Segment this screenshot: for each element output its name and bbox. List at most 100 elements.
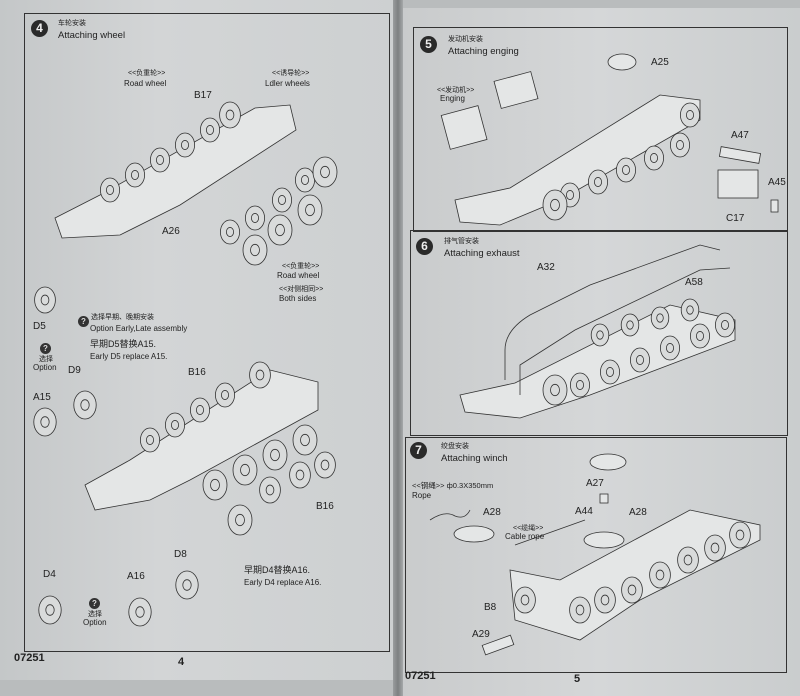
wheel-hub xyxy=(250,213,259,223)
part-a27: A27 xyxy=(586,478,604,489)
option-small-label: Option xyxy=(33,363,57,372)
step6-title-cn: 排气管安装 xyxy=(444,238,479,245)
wheel-hub xyxy=(656,313,664,323)
wheel-hub xyxy=(566,190,575,200)
a27-part xyxy=(589,453,627,471)
step7-title-cn: 绞盘安装 xyxy=(441,443,469,450)
cable-rope-label: Cable rope xyxy=(505,532,545,541)
wheel-hub xyxy=(305,203,315,217)
part-d8: D8 xyxy=(174,549,187,560)
wheel-hub xyxy=(575,604,585,616)
idler-label: Ldler wheels xyxy=(265,79,310,88)
early-d5-label: Early D5 replace A15. xyxy=(90,352,168,361)
wheel-hub xyxy=(170,420,179,430)
wheel-hub xyxy=(650,153,659,163)
road-wheel2-cn: <<负重轮>> xyxy=(282,263,320,270)
option-cn: 选择早期、晚期安装 xyxy=(91,314,154,321)
c17-part xyxy=(717,169,759,199)
wheel-hub xyxy=(40,416,50,428)
page-number-right: 5 xyxy=(574,673,581,685)
engine-label: Enging xyxy=(440,94,465,103)
wheel-hub xyxy=(240,463,250,477)
wheel-hub xyxy=(295,469,305,481)
cable-rope xyxy=(514,519,586,546)
part-a32: A32 xyxy=(537,262,555,273)
step7-title: Attaching winch xyxy=(441,453,508,464)
part-d4: D4 xyxy=(43,569,56,580)
wheel-hub xyxy=(180,140,189,150)
wheel-hub xyxy=(277,195,286,205)
a47-part xyxy=(718,146,762,164)
wheel-hub xyxy=(320,165,330,179)
step4-title: Attaching wheel xyxy=(58,30,126,41)
option-small-cn: 选择 xyxy=(39,356,53,363)
wheel-hub xyxy=(40,294,50,306)
cable-rope-cn: <<缆绳>> xyxy=(513,525,544,532)
chassis-step5 xyxy=(454,94,701,226)
step-4-badge: 4 xyxy=(31,20,48,37)
wheel-hub xyxy=(676,140,685,150)
part-d5: D5 xyxy=(33,321,46,332)
wheel-hub xyxy=(210,478,220,492)
road-wheel-label: Road wheel xyxy=(124,79,167,88)
transmission-part xyxy=(493,71,539,109)
rope-spec: <<钢绳>> ф0.3X350mm xyxy=(412,481,494,490)
part-a16: A16 xyxy=(127,571,145,582)
part-a25: A25 xyxy=(651,57,669,68)
wheel-hub xyxy=(710,542,720,554)
wheel-hub xyxy=(686,305,694,315)
early-d5-cn: 早期D5替换A15. xyxy=(90,339,157,349)
wheel-hub xyxy=(205,125,214,135)
wheel-hub xyxy=(550,383,560,397)
kit-number-right: 07251 xyxy=(405,670,436,682)
part-c17: C17 xyxy=(726,213,745,224)
wheel-hub xyxy=(622,165,631,175)
both-sides-cn: <<对侧相同>> xyxy=(279,286,324,293)
idler-cn: <<诱导轮>> xyxy=(272,70,310,77)
rope-part xyxy=(429,509,471,521)
part-a15: A15 xyxy=(33,392,51,403)
step-6-badge: 6 xyxy=(416,238,433,255)
a29-part xyxy=(481,634,515,656)
road-wheel-cn: <<负重轮>> xyxy=(128,70,166,77)
part-a28-left: A28 xyxy=(483,507,501,518)
left-page xyxy=(0,0,396,680)
wheel-hub xyxy=(600,594,610,606)
wheel-hub xyxy=(520,594,530,606)
rope-label: Rope xyxy=(412,491,432,500)
wheel-hub xyxy=(683,554,693,566)
wheel-hub xyxy=(550,198,560,212)
a44-part xyxy=(599,493,609,504)
part-b17: B17 xyxy=(194,90,212,101)
part-a28-right: A28 xyxy=(629,507,647,518)
wheel-hub xyxy=(666,343,675,353)
part-a44: A44 xyxy=(575,506,593,517)
wheel-hub xyxy=(300,175,309,185)
part-a26: A26 xyxy=(162,226,180,237)
wheel-hub xyxy=(250,243,260,257)
road-wheel2-label: Road wheel xyxy=(277,271,320,280)
step-7-badge: 7 xyxy=(410,442,427,459)
a45-part xyxy=(770,199,779,213)
chassis-step6 xyxy=(459,304,736,419)
wheel-hub xyxy=(235,513,245,527)
wheel-hub xyxy=(721,320,730,330)
chassis-step4-bottom xyxy=(84,369,319,511)
wheel-hub xyxy=(594,177,603,187)
exhaust-a58 xyxy=(519,267,731,395)
wheel-hub xyxy=(255,369,265,381)
part-d9: D9 xyxy=(68,365,81,376)
part-a47: A47 xyxy=(731,130,749,141)
wheel-hub xyxy=(155,155,164,165)
exhaust-a32 xyxy=(504,244,721,380)
option-icon: ? xyxy=(78,316,89,327)
wheel-hub xyxy=(636,355,645,365)
wheel-hub xyxy=(225,109,235,121)
wheel-hub xyxy=(655,569,665,581)
step6-title: Attaching exhaust xyxy=(444,248,520,259)
step6-frame xyxy=(410,230,788,436)
step4-title-cn: 车轮安装 xyxy=(58,20,86,27)
engine-cn: <<发动机>> xyxy=(437,87,475,94)
kit-number-left: 07251 xyxy=(14,652,45,664)
